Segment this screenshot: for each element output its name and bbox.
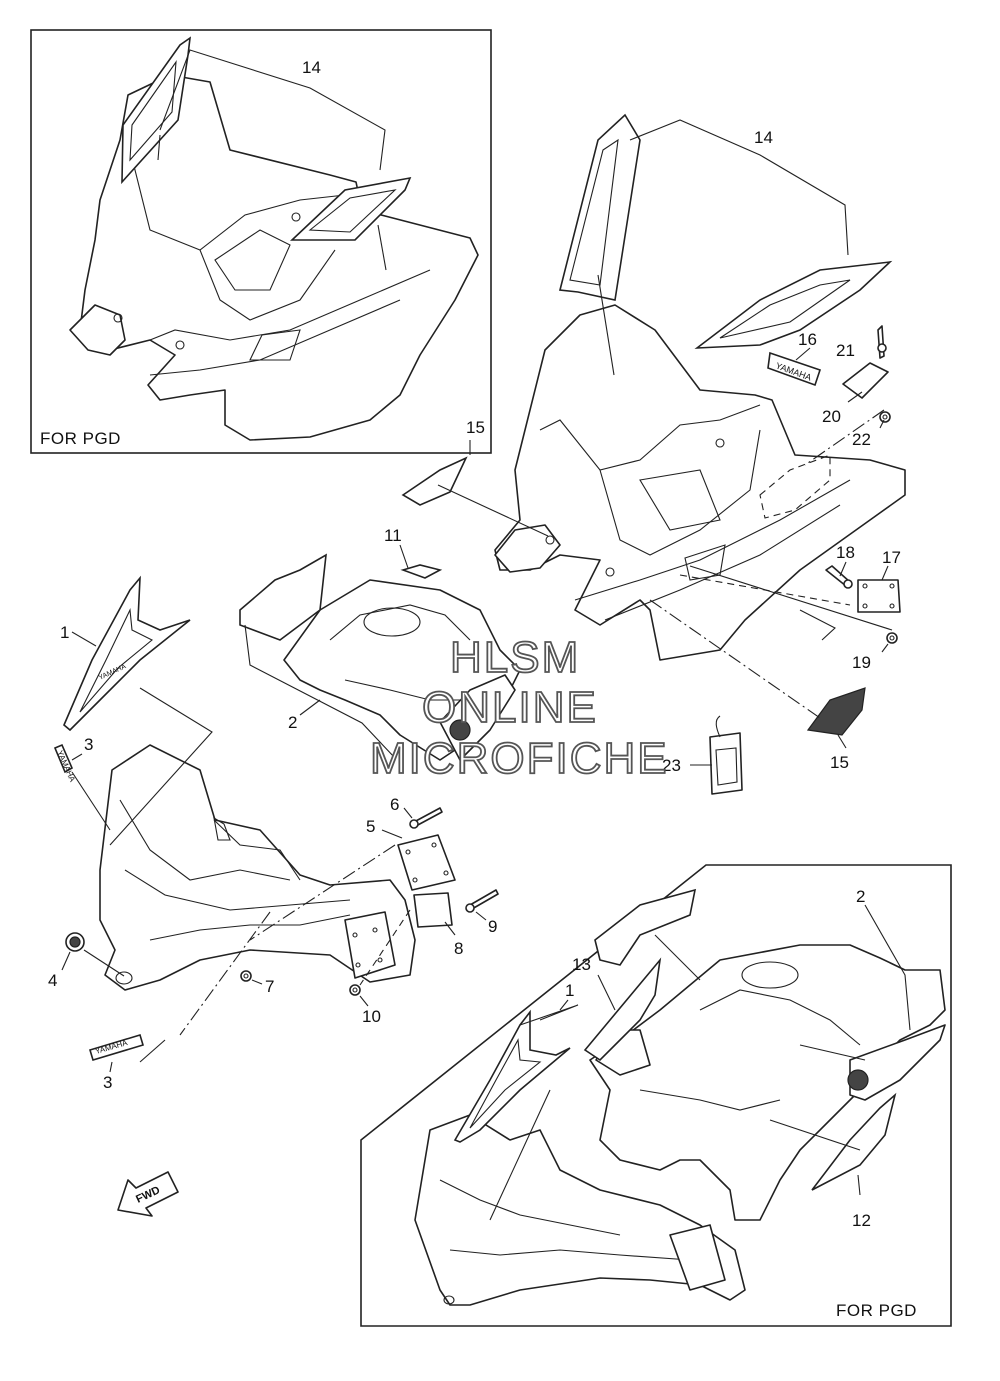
callout-8: 8 — [454, 939, 463, 958]
callout-14-inset: 14 — [302, 58, 321, 77]
callout-2-inset: 2 — [856, 887, 865, 906]
callout-10: 10 — [362, 1007, 381, 1026]
callout-1-main: 1 — [60, 623, 69, 642]
watermark-line-1: HLSM — [450, 633, 580, 682]
callout-12: 12 — [852, 1211, 871, 1230]
watermark-line-3: MICROFICHE — [370, 734, 669, 783]
callout-6: 6 — [390, 795, 399, 814]
callout-17: 17 — [882, 548, 901, 567]
inset-box-bottom-right: 1 13 12 2 FOR PGD — [360, 864, 952, 1327]
callout-11: 11 — [384, 526, 402, 545]
front-fender-assembly: YAMAHA 1 YAMAHA 3 4 YAMAHA 3 5 — [48, 575, 499, 1092]
watermark: HLSM ONLINE MICROFICHE — [369, 632, 669, 784]
callout-9: 9 — [488, 917, 497, 936]
tank-cover-assembly: 11 2 — [239, 526, 521, 761]
callout-21: 21 — [836, 341, 855, 360]
decal-3-upper-text: YAMAHA — [55, 749, 77, 784]
inset-caption-top-left: FOR PGD — [40, 429, 121, 448]
fwd-arrow: FWD — [117, 1171, 179, 1217]
inset-box-top-left: 14 FOR PGD — [30, 29, 492, 454]
callout-1-inset: 1 — [565, 981, 574, 1000]
callout-7: 7 — [265, 977, 274, 996]
callout-15-lower: 15 — [830, 753, 849, 772]
callout-22: 22 — [852, 430, 871, 449]
callout-16: 16 — [798, 330, 817, 349]
callout-5: 5 — [366, 817, 375, 836]
callout-4: 4 — [48, 971, 57, 990]
callout-18: 18 — [836, 543, 855, 562]
callout-15-upper: 15 — [466, 418, 485, 437]
watermark-line-2: ONLINE — [422, 683, 598, 732]
callout-19: 19 — [852, 653, 871, 672]
callout-23: 23 — [662, 756, 681, 775]
callout-13: 13 — [572, 955, 591, 974]
callout-3-upper: 3 — [84, 735, 93, 754]
callout-20: 20 — [822, 407, 841, 426]
rear-fender-assembly: 14 15 YAMAHA 16 21 20 22 17 1 — [401, 113, 906, 795]
callout-14: 14 — [754, 128, 773, 147]
callout-3-lower: 3 — [103, 1073, 112, 1092]
callout-2-main: 2 — [288, 713, 297, 732]
inset-caption-bottom-right: FOR PGD — [836, 1301, 917, 1320]
